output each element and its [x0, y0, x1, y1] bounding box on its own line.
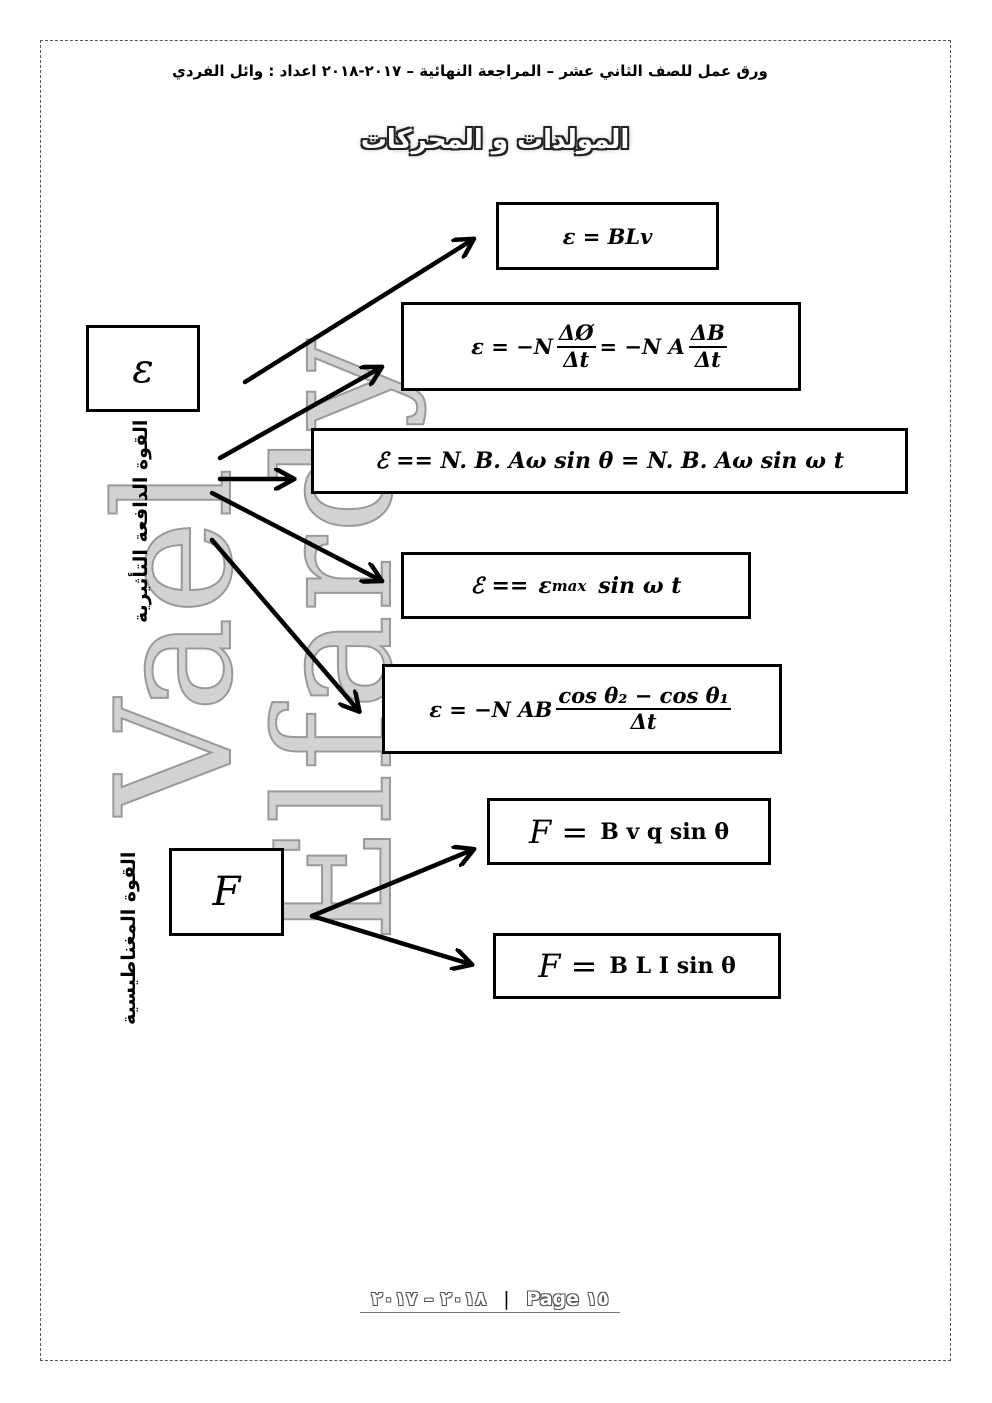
fraction-field: ΔB Δt	[688, 320, 727, 372]
formula-faraday-law: ε = −N ΔØ Δt = −N A ΔB Δt	[401, 302, 801, 391]
force-symbol: F	[212, 869, 241, 915]
footer-page-number: ١٥	[585, 1288, 609, 1310]
formula-angle-change: ε = −N AB cos θ₂ − cos θ₁ Δt	[382, 664, 782, 754]
formula-motional-emf: ε = BLv	[496, 202, 719, 270]
arrow-to-motional	[242, 240, 472, 385]
page-title: المولدات و المحركات	[360, 125, 630, 155]
page-border	[40, 40, 951, 1361]
arrow-to-angle	[209, 537, 358, 710]
page-footer: ٢٠١٨ – ٢٠١٧ | Page ١٥	[360, 1288, 620, 1313]
arrow-to-charge-force	[309, 850, 472, 919]
footer-page-label: Page	[526, 1288, 580, 1310]
fraction-cos: cos θ₂ − cos θ₁ Δt	[556, 682, 731, 734]
force-symbol-box: F	[169, 848, 284, 936]
footer-years: ٢٠١٨ – ٢٠١٧	[371, 1288, 487, 1310]
arrow-to-wire-force	[309, 913, 470, 964]
emf-symbol-box: ε	[86, 325, 200, 412]
arrow-to-faraday	[217, 368, 380, 461]
formula-charge-force: F = B v q sin θ	[487, 798, 771, 865]
formula-rotating-coil: ℰ == N. B. Aω sin θ = N. B. Aω sin ω t	[311, 428, 908, 494]
fraction-flux: ΔØ Δt	[556, 320, 596, 372]
emf-symbol: ε	[132, 345, 154, 392]
footer-separator: |	[503, 1288, 510, 1310]
formula-wire-force: F = B L I sin θ	[493, 933, 781, 999]
arrow-to-max	[209, 490, 380, 580]
page-header: ورق عمل للصف الثاني عشر – المراجعة النها…	[172, 62, 768, 80]
